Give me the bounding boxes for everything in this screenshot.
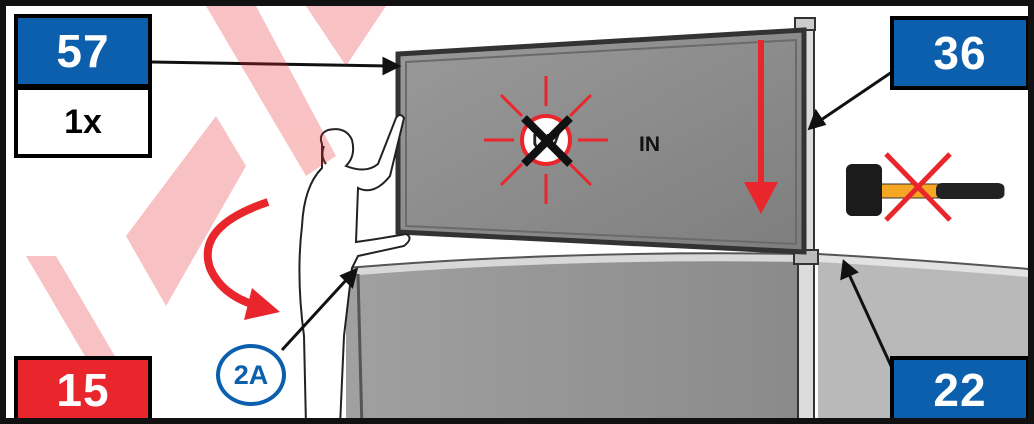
part-57-badge: 57 — [14, 14, 152, 88]
no-hammer-icon — [846, 154, 1004, 220]
lower-wall-left — [346, 253, 806, 424]
step-2a-marker: 2A — [216, 344, 286, 406]
orientation-label: IN — [639, 133, 660, 157]
part-22-badge: 22 — [890, 356, 1030, 424]
red-curved-arrow-icon — [208, 202, 280, 320]
prohibited-sun-icon: UV — [484, 76, 608, 204]
part-15-badge: 15 — [14, 356, 152, 424]
part-36-badge: 36 — [890, 16, 1030, 90]
quantity-badge: 1x — [14, 86, 152, 158]
assembly-scene: UV — [6, 6, 1034, 424]
